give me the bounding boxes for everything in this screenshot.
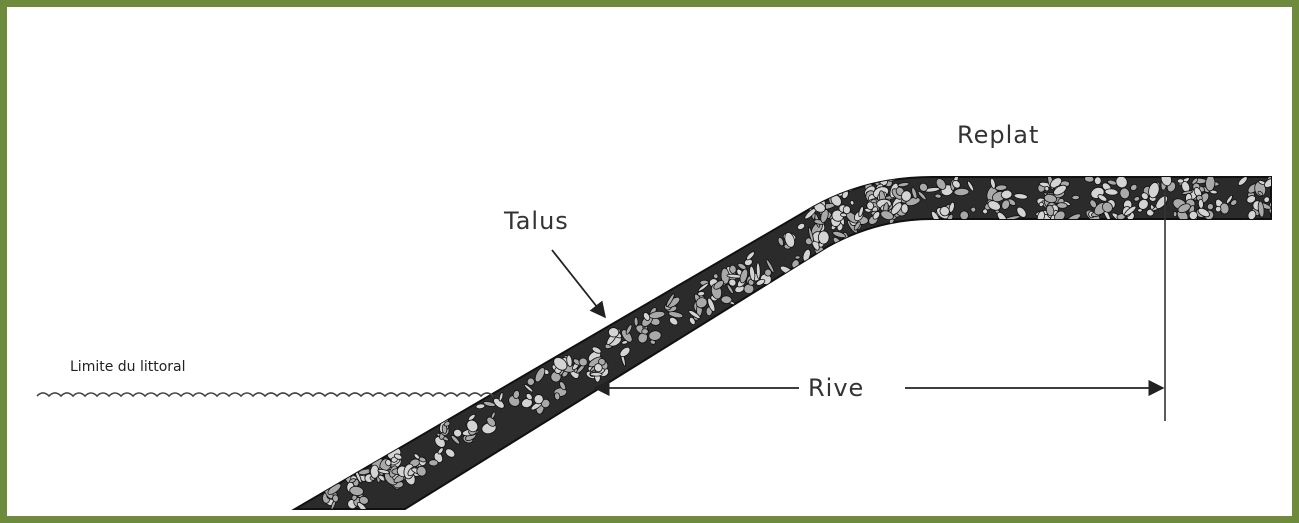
- rock-pebble: [805, 197, 813, 202]
- rock-pebble: [820, 180, 830, 194]
- rock-pebble: [1138, 209, 1143, 212]
- rock-pebble: [1044, 186, 1049, 191]
- rock-pebble: [818, 231, 829, 244]
- replat-label: Replat: [957, 121, 1039, 149]
- littoral-limit-label: Limite du littoral: [70, 359, 186, 375]
- rock-pebble: [1057, 202, 1068, 208]
- rock-pebble: [810, 176, 821, 187]
- talus-pointer-arrow: [552, 250, 605, 317]
- rock-pebble: [795, 256, 800, 259]
- rock-pebble: [829, 175, 841, 188]
- rock-pebble: [820, 187, 836, 196]
- rock-pebble: [1094, 177, 1101, 185]
- rock-pebble: [642, 328, 649, 334]
- rock-pebble: [816, 192, 824, 200]
- rock-pebble: [901, 204, 908, 214]
- rock-pebble: [840, 213, 847, 217]
- rock-pebble: [801, 185, 814, 198]
- rock-pebble: [1198, 199, 1204, 209]
- rock-pebble: [721, 296, 732, 304]
- talus-label: Talus: [504, 207, 569, 235]
- rock-pebble: [811, 184, 826, 202]
- rock-pebble: [935, 194, 942, 199]
- rock-pebble: [634, 317, 638, 326]
- rock-pebble: [843, 206, 850, 214]
- rock-pebble: [823, 176, 829, 183]
- rock-pebble: [850, 200, 854, 205]
- rock-pebble: [429, 460, 438, 466]
- rock-pebble: [806, 197, 815, 209]
- rock-pebble: [590, 372, 602, 376]
- rock-pebble: [1173, 212, 1176, 217]
- shoreline-diagram: [7, 7, 1299, 523]
- rock-pebble: [371, 465, 379, 478]
- rock-pebble: [1177, 179, 1184, 183]
- rock-pebble: [1072, 195, 1080, 200]
- rock-pebble: [960, 211, 969, 220]
- rock-pebble: [810, 180, 823, 192]
- rive-label: Rive: [804, 374, 868, 402]
- littoral-wave-line: [37, 393, 493, 396]
- rock-pebble: [822, 181, 834, 194]
